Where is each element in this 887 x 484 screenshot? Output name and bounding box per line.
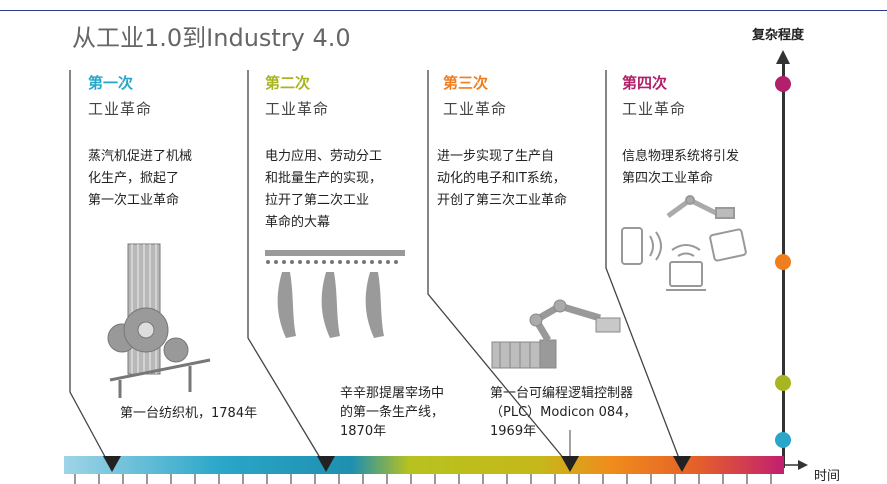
rev1-description: 蒸汽机促进了机械 化生产，掀起了 第一次工业革命 [88,149,193,208]
rev4-name: 工业革命 [622,100,687,118]
rev2-description: 电力应用、劳动分工 和批量生产的实现， 拉开了第二次工业 革命的大幕 [265,149,383,230]
complexity-axis-label: 复杂程度 [752,28,805,43]
rev4-ordinal: 第四次 [622,74,668,92]
rev2-event: 辛辛那提屠宰场中 的第一条生产线， 1870年 [340,386,445,439]
rev2-boundary [247,70,326,467]
loom-icon [107,243,211,398]
diagram-title: 从工业1.0到Industry 4.0 [72,24,351,52]
rev1-name: 工业革命 [88,100,153,118]
robot-arm-icon [491,299,621,369]
rev4-description: 信息物理系统将引发 第四次工业革命 [622,149,740,186]
rev3-boundary [427,70,571,467]
rev2-ordinal: 第二次 [265,74,311,92]
level-dot-3 [775,254,791,270]
cyber-physical-devices-icon [621,195,747,291]
rev3-name: 工业革命 [443,100,508,118]
rev4-marker [673,456,691,472]
rev1-marker [103,456,121,472]
rev1-boundary [69,70,111,467]
complexity-axis-arrow [776,50,790,64]
rev2-name: 工业革命 [265,100,330,118]
rev3-description: 进一步实现了生产自 动化的电子和IT系统， 开创了第三次工业革命 [437,149,568,208]
rev1-event: 第一台纺织机，1784年 [120,406,258,421]
top-rule [0,0,887,11]
rev1-ordinal: 第一次 [88,74,134,92]
rev3-marker [561,456,579,472]
rev2-marker [317,456,335,472]
time-ticks [74,474,772,484]
level-dot-4 [775,76,791,92]
rev3-ordinal: 第三次 [443,74,489,92]
time-bar [64,456,784,474]
rev4-boundary [605,70,683,467]
time-axis-arrow [798,460,808,470]
time-axis-label: 时间 [814,469,841,484]
slaughterhouse-line-icon [265,250,405,338]
level-dot-2 [775,375,791,391]
level-dot-1 [775,432,791,448]
rev3-event: 第一台可编程逻辑控制器 （PLC）Modicon 084， 1969年 [490,386,637,439]
